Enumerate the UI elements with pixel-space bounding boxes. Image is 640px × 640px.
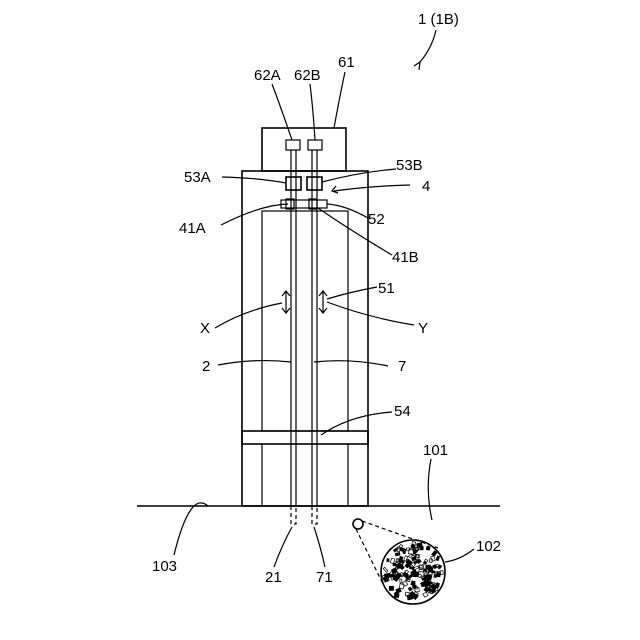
label-41A: 41A: [179, 220, 206, 237]
soil-grain: [387, 559, 389, 562]
label-62B: 62B: [294, 67, 321, 84]
soil-grain: [408, 587, 412, 591]
soil-grain: [437, 572, 441, 577]
tube-21-underground: [291, 506, 296, 524]
soil-grain: [434, 574, 437, 577]
soil-grain: [432, 551, 437, 557]
plate-54: [242, 431, 368, 444]
soil-grains-texture: [382, 542, 443, 600]
soil-grain: [426, 546, 430, 550]
soil-grain: [395, 552, 400, 555]
soil-grain: [436, 556, 440, 561]
soil-grain: [411, 581, 415, 586]
label-61: 61: [338, 54, 355, 71]
soil-grain: [420, 546, 423, 550]
label-X: X: [200, 320, 210, 337]
inner-chamber: [262, 211, 348, 431]
outer-frame: [242, 171, 368, 506]
soil-grain: [419, 569, 424, 572]
label-7: 7: [398, 358, 406, 375]
label-71: 71: [316, 569, 333, 586]
label-41B: 41B: [392, 249, 419, 266]
soil-grain: [438, 565, 442, 568]
soil-grain: [431, 556, 436, 561]
sensor-62A: [286, 140, 300, 150]
soil-grain: [423, 592, 428, 597]
label-52: 52: [368, 211, 385, 228]
soil-grain: [389, 586, 393, 590]
label-21: 21: [265, 569, 282, 586]
tube-71-underground: [312, 506, 317, 524]
soil-grain: [440, 571, 443, 575]
arrow-y-icon: [319, 291, 327, 313]
magnify-line-top: [362, 521, 438, 548]
label-4: 4: [422, 178, 430, 195]
label-102: 102: [476, 538, 501, 555]
soil-grain: [429, 559, 432, 563]
soil-grain: [390, 558, 395, 564]
arrow-x-icon: [282, 291, 290, 313]
label-53A: 53A: [184, 169, 211, 186]
leader-lines: [174, 30, 474, 567]
soil-grain: [399, 564, 404, 569]
label-54: 54: [394, 403, 411, 420]
connector-53A: [286, 177, 301, 190]
soil-grain: [424, 569, 426, 571]
label-101: 101: [423, 442, 448, 459]
soil-grain: [408, 554, 412, 558]
soil-grain: [383, 567, 388, 572]
label-53B: 53B: [396, 157, 423, 174]
soil-grain: [391, 568, 397, 574]
soil-grain: [400, 579, 402, 583]
label-2: 2: [202, 358, 210, 375]
soil-grain: [399, 584, 404, 589]
soil-grain: [403, 581, 408, 586]
soil-grain: [428, 567, 434, 572]
label-62A: 62A: [254, 67, 281, 84]
sample-point: [353, 519, 363, 529]
soil-grain: [413, 570, 416, 573]
soil-grain: [406, 576, 409, 580]
connector-53B: [307, 177, 322, 190]
label-51: 51: [378, 280, 395, 297]
box-61: [262, 128, 346, 171]
sensor-62B: [308, 140, 322, 150]
label-103: 103: [152, 558, 177, 575]
magnify-line-bottom: [356, 529, 383, 584]
soil-grain: [400, 547, 405, 551]
label-device: 1 (1B): [418, 11, 459, 28]
label-Y: Y: [418, 320, 428, 337]
